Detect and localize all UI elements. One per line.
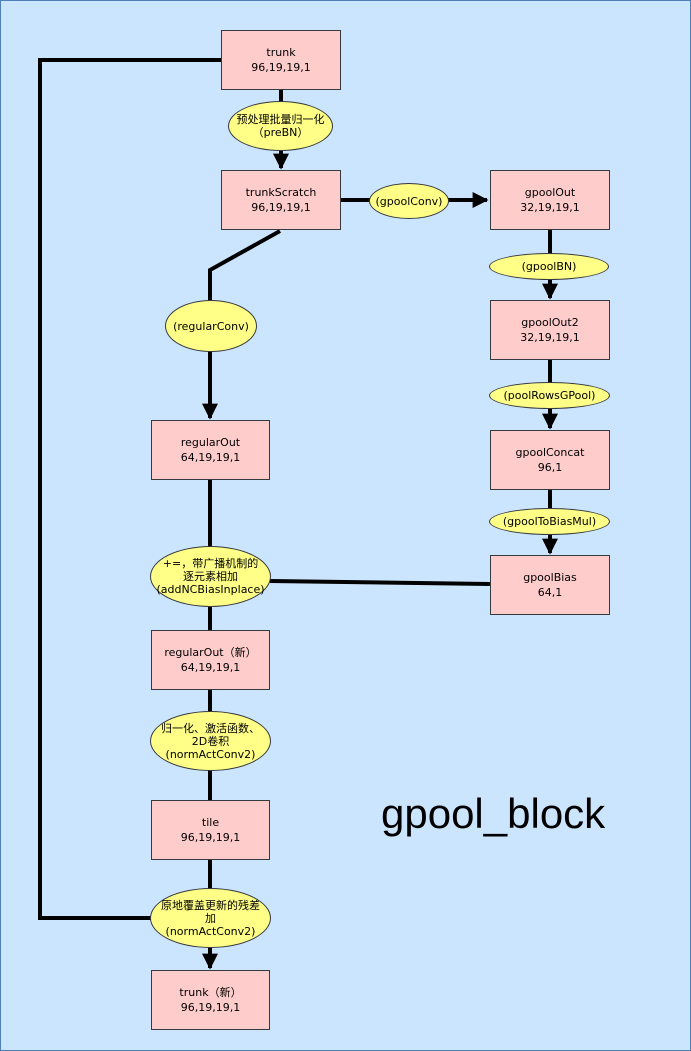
node-gpoolbias-name: gpoolBias <box>523 571 577 584</box>
node-regularout: regularOut 64,19,19,1 <box>151 420 270 480</box>
node-gpoolbias: gpoolBias 64,1 <box>490 555 610 615</box>
edge-trunk-residual-loop <box>38 58 221 920</box>
node-regularout-name: regularOut <box>180 436 241 449</box>
op-prebn: 预处理批量归一化 （preBN） <box>228 101 333 151</box>
node-gpoolconcat: gpoolConcat 96,1 <box>490 430 610 490</box>
diagram-title: gpool_block <box>381 790 606 837</box>
node-gpoolout2-shape: 32,19,19,1 <box>520 331 580 344</box>
node-regularout-new-shape: 64,19,19,1 <box>180 661 241 674</box>
node-trunk-new-name: trunk（新） <box>179 986 242 999</box>
node-trunk-new-shape: 96,19,19,1 <box>180 1001 241 1014</box>
node-regularout-new: regularOut（新） 64,19,19,1 <box>151 630 270 690</box>
node-trunk-shape: 96,19,19,1 <box>251 61 311 74</box>
node-gpoolout2-name: gpoolOut2 <box>521 316 579 329</box>
op-poolrowsgpool: (poolRowsGPool) <box>489 382 610 409</box>
op-residual-add: 原地覆盖更新的残差 加 (normActConv2) <box>150 888 271 948</box>
node-gpoolout: gpoolOut 32,19,19,1 <box>490 170 610 230</box>
node-trunk-name: trunk <box>266 46 296 59</box>
node-gpoolconcat-name: gpoolConcat <box>515 446 585 459</box>
edge-trunkscratch-to-regularout <box>202 229 281 420</box>
op-normactconv2: 归一化、激活函数、 2D卷积 (normActConv2) <box>150 711 271 771</box>
node-trunkscratch-shape: 96,19,19,1 <box>251 201 311 214</box>
node-gpoolout2: gpoolOut2 32,19,19,1 <box>490 300 610 360</box>
node-tile: tile 96,19,19,1 <box>151 800 270 860</box>
node-gpoolconcat-shape: 96,1 <box>537 461 563 474</box>
op-gpoolbn: (gpoolBN) <box>489 253 609 280</box>
op-regularconv: (regularConv) <box>165 300 257 352</box>
node-gpoolbias-shape: 64,1 <box>537 586 563 599</box>
node-regularout-shape: 64,19,19,1 <box>180 451 241 464</box>
node-trunk: trunk 96,19,19,1 <box>221 30 341 90</box>
node-trunk-new: trunk（新） 96,19,19,1 <box>151 970 270 1030</box>
op-addncbias: +=，带广播机制的 逐元素相加 (addNCBiasInplace) <box>150 546 271 607</box>
node-regularout-new-name: regularOut（新） <box>164 646 257 659</box>
op-gpooltobiasmul: (gpoolToBiasMul) <box>489 508 610 535</box>
node-tile-shape: 96,19,19,1 <box>180 831 241 844</box>
node-trunkscratch-name: trunkScratch <box>245 186 317 199</box>
edge-gpoolbias-to-add <box>269 579 491 586</box>
node-gpoolout-shape: 32,19,19,1 <box>520 201 580 214</box>
op-gpoolconv: (gpoolConv) <box>369 183 449 219</box>
node-trunkscratch: trunkScratch 96,19,19,1 <box>221 170 341 230</box>
node-tile-name: tile <box>201 816 220 829</box>
node-gpoolout-name: gpoolOut <box>524 186 576 199</box>
